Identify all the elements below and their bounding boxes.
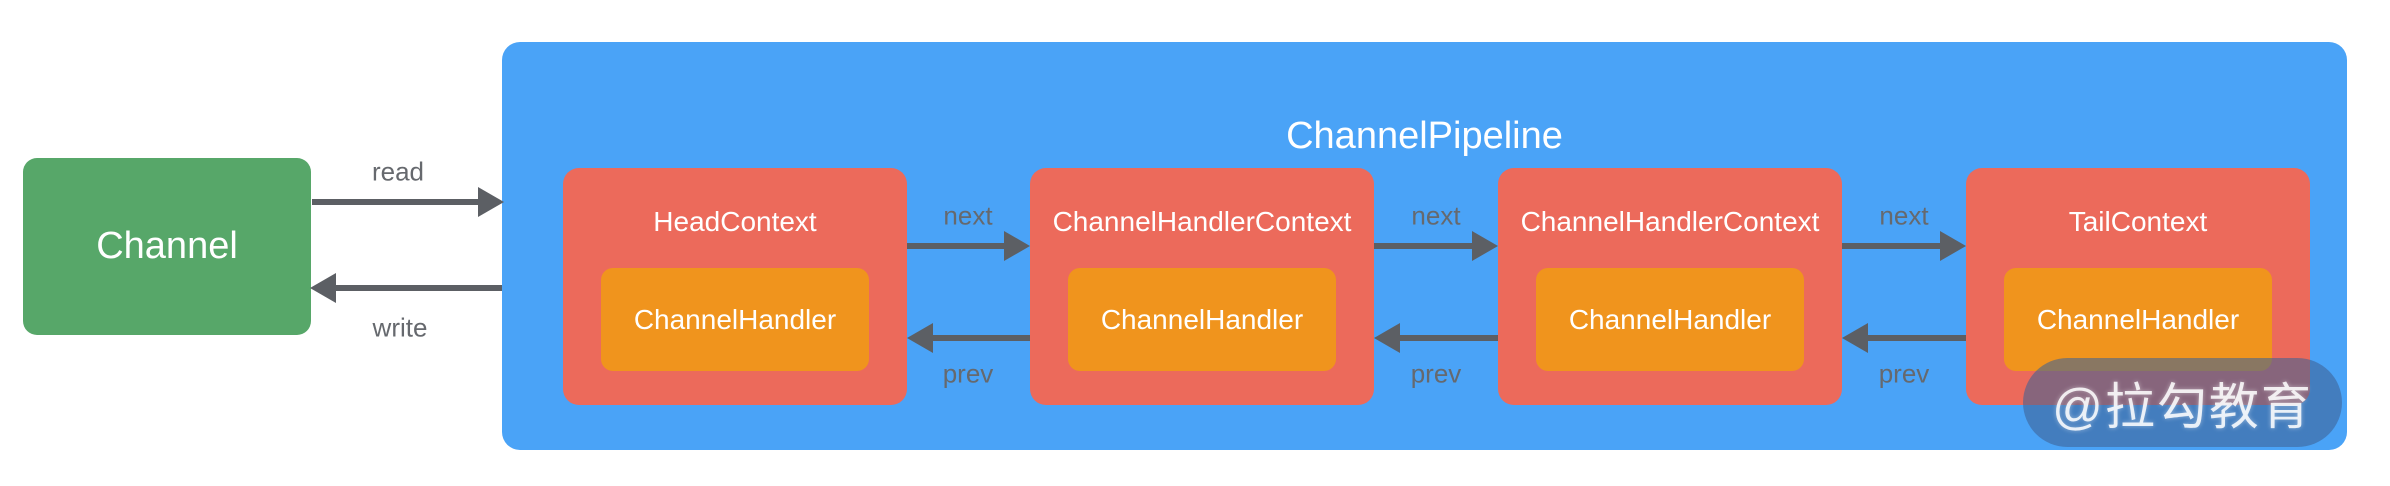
channel-handler-context-box-1: ChannelHandlerContext ChannelHandler [1030, 168, 1374, 405]
channel-handler-context-box-2: ChannelHandlerContext ChannelHandler [1498, 168, 1842, 405]
channel-handler-label: ChannelHandler [2036, 303, 2240, 335]
read-label: read [371, 156, 425, 187]
prev-label-2: prev [1410, 358, 1462, 389]
prev-label-3: prev [1878, 358, 1930, 389]
write-label: write [372, 312, 428, 343]
channel-pipeline-title: ChannelPipeline [1286, 115, 1563, 157]
channel-handler-context-title-1: ChannelHandlerContext [1052, 206, 1352, 237]
channel-handler-box-1: ChannelHandler [601, 268, 869, 371]
channel-box: Channel [23, 158, 311, 335]
channel-handler-box-3: ChannelHandler [1536, 268, 1804, 371]
head-context-box: HeadContext ChannelHandler [563, 168, 907, 405]
watermark-badge: @拉勾教育 [2023, 358, 2342, 447]
next-label-2: next [1411, 200, 1461, 231]
channel-handler-box-2: ChannelHandler [1068, 268, 1336, 371]
channel-label: Channel [96, 225, 238, 267]
channel-handler-box-4: ChannelHandler [2004, 268, 2272, 371]
write-arrow [310, 273, 502, 303]
channel-handler-label: ChannelHandler [1568, 303, 1772, 335]
next-label-1: next [943, 200, 993, 231]
channel-handler-context-title-2: ChannelHandlerContext [1520, 206, 1820, 237]
tail-context-title: TailContext [2068, 206, 2208, 237]
channel-handler-label: ChannelHandler [1100, 303, 1304, 335]
channel-handler-label: ChannelHandler [633, 303, 837, 335]
head-context-title: HeadContext [653, 206, 817, 237]
read-arrow [312, 187, 504, 217]
next-label-3: next [1879, 200, 1929, 231]
prev-label-1: prev [942, 358, 994, 389]
